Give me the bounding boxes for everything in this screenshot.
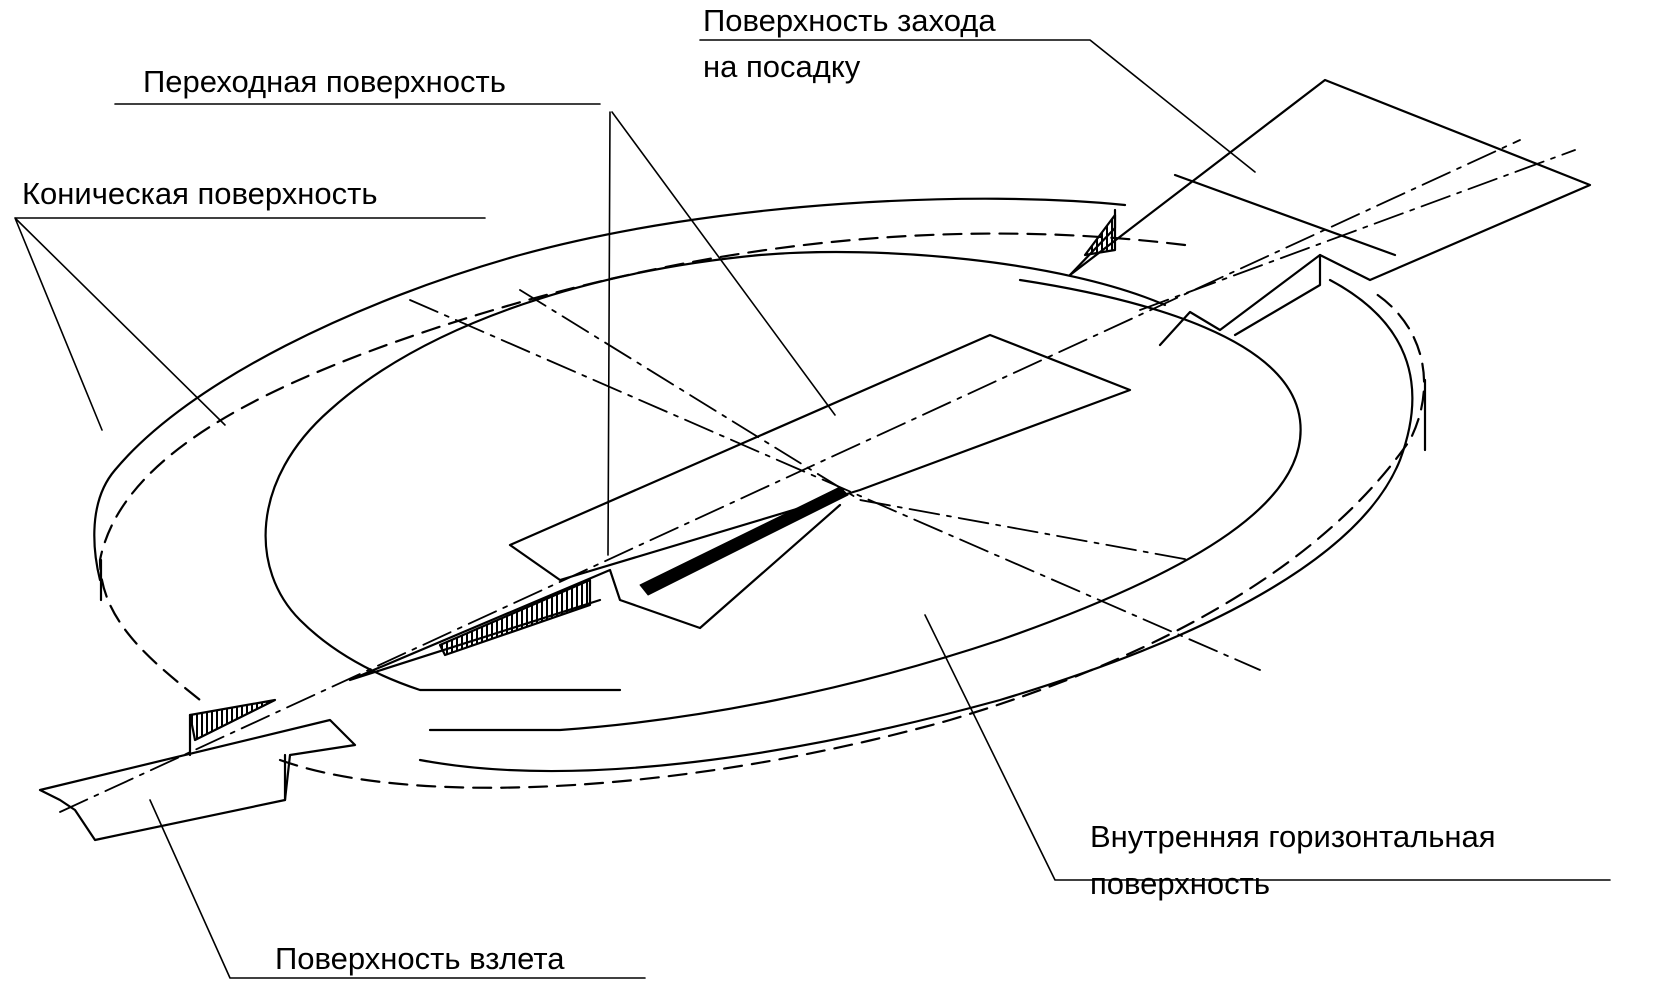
label-approach-surface-line2: на посадку — [703, 49, 861, 84]
cross-axis-line-2 — [519, 289, 1191, 561]
label-conical-surface: Коническая поверхность — [22, 176, 378, 211]
approach-surface-outline — [1068, 78, 1592, 347]
conical-surface-right-edge — [418, 278, 1414, 773]
label-inner-horizontal-line2: поверхность — [1090, 866, 1270, 901]
transitional-surface-upper — [508, 333, 1132, 582]
takeoff-hatch — [188, 698, 277, 742]
label-takeoff-surface: Поверхность взлета — [275, 941, 565, 976]
approach-centerline — [1139, 149, 1576, 311]
runway-centerline — [59, 139, 1521, 813]
inner-horizontal-surface-top — [758, 250, 1167, 307]
leader-conical — [14, 217, 486, 431]
leader-inner-horizontal — [924, 614, 1611, 881]
inner-horizontal-surface-edge — [264, 253, 1302, 732]
label-inner-horizontal-line1: Внутренняя горизонтальная — [1090, 819, 1496, 854]
label-transitional-surface: Переходная поверхность — [143, 64, 506, 99]
conical-surface-outer-edge — [93, 197, 1127, 582]
transitional-hatch — [438, 578, 592, 657]
leader-takeoff — [149, 799, 646, 979]
approach-hatch — [1083, 213, 1117, 257]
runway — [639, 486, 849, 596]
approach-step — [1233, 253, 1322, 337]
label-approach-surface-line1: Поверхность захода — [703, 3, 996, 38]
leader-approach — [699, 39, 1256, 173]
takeoff-step — [188, 713, 287, 802]
leader-transitional — [114, 103, 836, 556]
approach-surface-inner-line — [1173, 173, 1397, 257]
